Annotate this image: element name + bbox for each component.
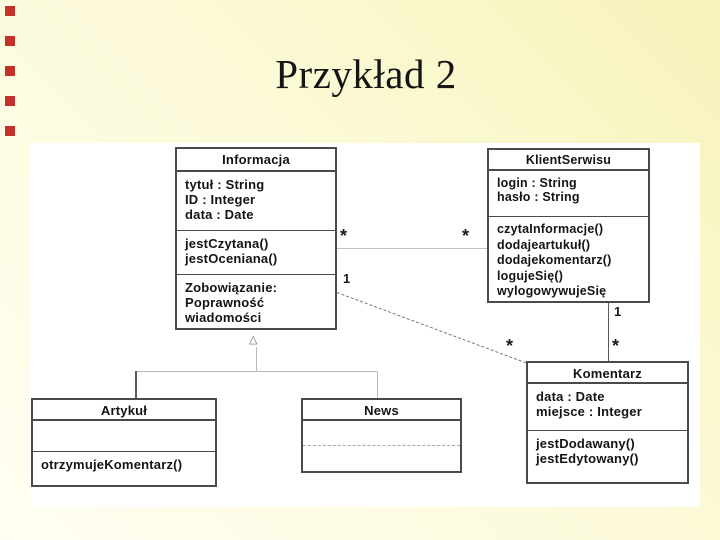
- multiplicity-label: 1: [614, 304, 622, 319]
- generalization-drop-news: [377, 371, 378, 398]
- class-box-informacja: Informacja tytuł : String ID : Integer d…: [175, 147, 337, 330]
- methods-compartment: czytaInformacje() dodajeartukuł() dodaje…: [489, 217, 648, 300]
- class-name: KlientSerwisu: [489, 150, 648, 171]
- constraint-text: wiadomości: [185, 310, 262, 325]
- class-name: Informacja: [177, 149, 335, 172]
- uml-diagram-panel: △ * * 1 * 1 * Informacja tytuł : String …: [30, 143, 700, 507]
- association-informacja-klientserwisu: [337, 248, 487, 249]
- attributes-compartment: [303, 421, 460, 446]
- class-box-komentarz: Komentarz data : Date miejsce : Integer …: [526, 361, 689, 484]
- method: wylogowywujeSię: [497, 284, 607, 298]
- constraint-text: Poprawność: [185, 295, 265, 310]
- class-name: Komentarz: [528, 363, 687, 384]
- class-name: News: [303, 400, 460, 421]
- multiplicity-label: *: [506, 336, 514, 356]
- accent-square: [5, 6, 15, 16]
- class-name: Artykuł: [33, 400, 215, 421]
- attributes-compartment: data : Date miejsce : Integer: [528, 384, 687, 431]
- class-box-klientserwisu: KlientSerwisu login : String hasło : Str…: [487, 148, 650, 303]
- method: jestCzytana(): [185, 236, 269, 251]
- attribute: hasło : String: [497, 190, 580, 204]
- method: dodajeartukuł(): [497, 237, 591, 252]
- methods-compartment: [303, 446, 460, 472]
- accent-square: [5, 126, 15, 136]
- method: logujeSię(): [497, 268, 564, 283]
- multiplicity-label: 1: [343, 271, 351, 286]
- attribute: data : Date: [536, 389, 605, 404]
- attribute: data : Date: [185, 207, 254, 222]
- attribute: login : String: [497, 176, 577, 190]
- attribute: tytuł : String: [185, 177, 265, 192]
- constraint-compartment: Zobowiązanie: Poprawność wiadomości: [177, 275, 335, 326]
- accent-square: [5, 96, 15, 106]
- accent-square: [5, 66, 15, 76]
- generalization-stem: [256, 347, 257, 371]
- methods-compartment: jestCzytana() jestOceniana(): [177, 231, 335, 275]
- class-box-news: News: [301, 398, 462, 473]
- association-klientserwisu-komentarz: [608, 303, 609, 361]
- method: jestEdytowany(): [536, 451, 639, 466]
- method: czytaInformacje(): [497, 222, 604, 236]
- slide-title: Przykład 2: [275, 51, 457, 97]
- generalization-crossbar: [136, 371, 377, 372]
- method: dodajekomentarz(): [497, 253, 612, 267]
- method: jestDodawany(): [536, 436, 635, 451]
- attribute: miejsce : Integer: [536, 404, 642, 419]
- multiplicity-label: *: [462, 226, 470, 246]
- methods-compartment: otrzymujeKomentarz(): [33, 452, 215, 484]
- attributes-compartment: [33, 421, 215, 452]
- class-box-artykul: Artykuł otrzymujeKomentarz(): [31, 398, 217, 487]
- multiplicity-label: *: [612, 336, 620, 356]
- method: jestOceniana(): [185, 251, 278, 266]
- multiplicity-label: *: [340, 226, 348, 246]
- accent-square: [5, 36, 15, 46]
- constraint-text: Zobowiązanie:: [185, 280, 278, 295]
- attribute: ID : Integer: [185, 192, 256, 207]
- attributes-compartment: login : String hasło : String: [489, 171, 648, 217]
- generalization-triangle-icon: △: [249, 334, 258, 346]
- method: otrzymujeKomentarz(): [41, 457, 183, 472]
- attributes-compartment: tytuł : String ID : Integer data : Date: [177, 172, 335, 231]
- methods-compartment: jestDodawany() jestEdytowany(): [528, 431, 687, 481]
- generalization-drop-artykul: [135, 371, 137, 398]
